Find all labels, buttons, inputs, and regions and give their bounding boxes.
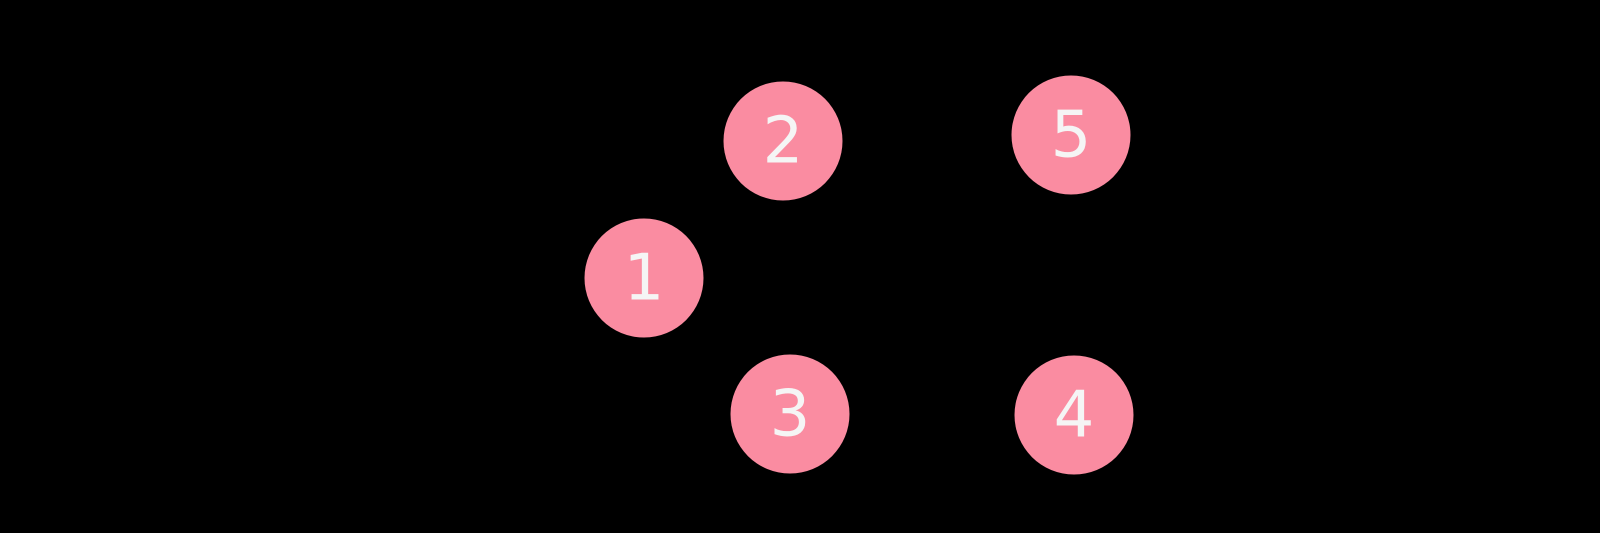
graph-node-4: 4 xyxy=(1014,355,1134,475)
graph-node-1: 1 xyxy=(584,218,704,338)
graph-node-label: 3 xyxy=(769,377,811,451)
graph-node-2: 2 xyxy=(723,81,843,201)
graph-node-3: 3 xyxy=(730,354,850,474)
graph-node-label: 1 xyxy=(623,241,665,315)
graph-node-5: 5 xyxy=(1011,75,1131,195)
graph-node-label: 2 xyxy=(762,104,804,178)
graph-node-label: 4 xyxy=(1053,378,1095,452)
graph-node-label: 5 xyxy=(1050,98,1092,172)
